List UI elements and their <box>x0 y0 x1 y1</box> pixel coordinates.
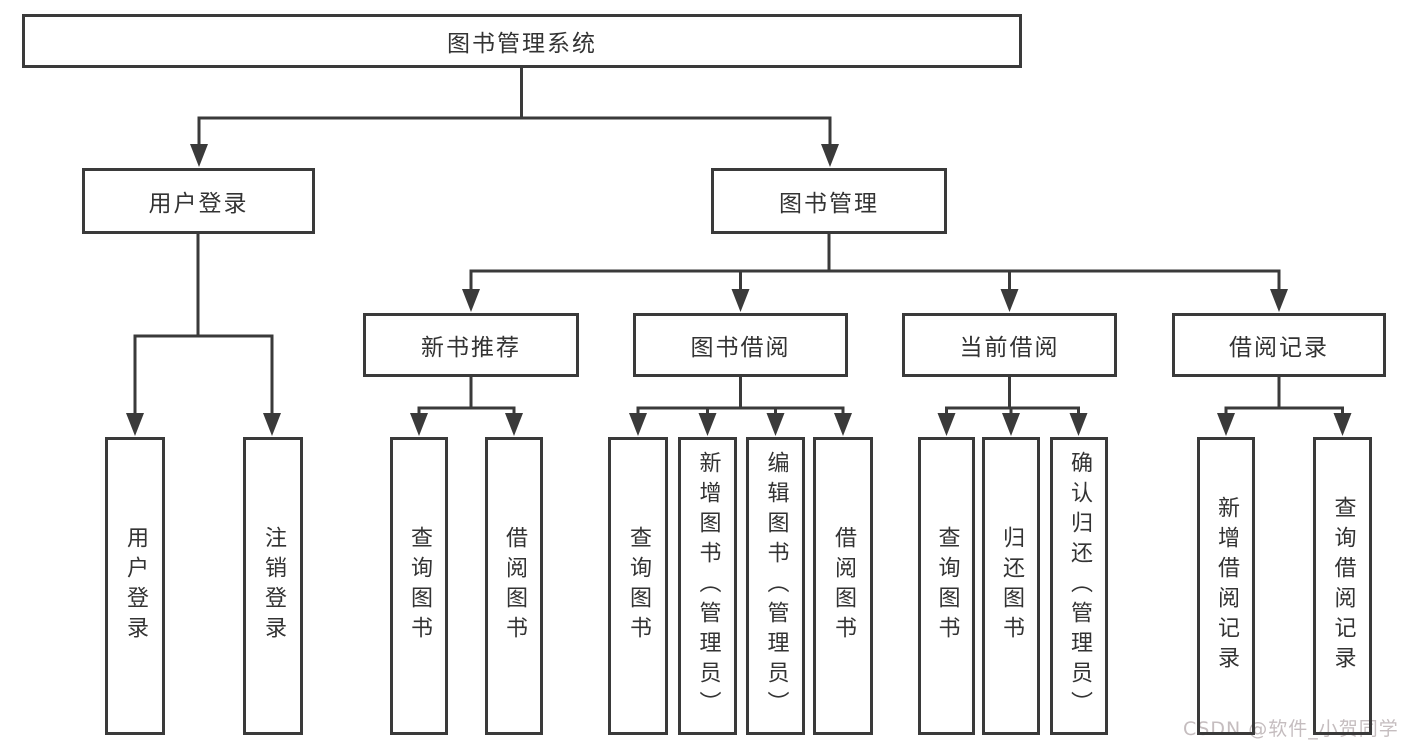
leaf-label: 借阅图书 <box>502 526 527 646</box>
node-new-book-recommendation: 新书推荐 <box>363 313 579 377</box>
leaf-query-books-newbooks: 查询图书 <box>390 437 448 735</box>
node-library-management-system: 图书管理系统 <box>22 14 1022 68</box>
leaf-query-books-current: 查询图书 <box>918 437 975 735</box>
csdn-watermark: CSDN @软件_小贺同学 <box>1183 718 1399 740</box>
node-current-borrowing: 当前借阅 <box>902 313 1117 377</box>
arrowheads <box>126 144 1352 436</box>
leaf-query-books-borrowing: 查询图书 <box>608 437 668 735</box>
leaf-label: 查询借阅记录 <box>1330 496 1356 676</box>
node-book-management-label: 图书管理 <box>779 191 879 217</box>
node-current-borrowing-label: 当前借阅 <box>959 335 1060 361</box>
node-user-login: 用户登录 <box>82 168 315 234</box>
leaf-edit-book-admin: 编辑图书（管理员） <box>746 437 805 735</box>
leaf-label: 查询图书 <box>934 526 960 646</box>
leaf-label: 编辑图书（管理员） <box>763 451 789 721</box>
node-borrow-records-label: 借阅记录 <box>1229 335 1329 361</box>
leaf-user-login: 用户登录 <box>105 437 165 735</box>
leaf-label: 确认归还（管理员） <box>1067 451 1092 721</box>
leaf-logout: 注销登录 <box>243 437 303 735</box>
node-book-borrowing-label: 图书借阅 <box>690 335 791 361</box>
leaf-label: 借阅图书 <box>831 526 856 646</box>
leaf-add-book-admin: 新增图书（管理员） <box>678 437 737 735</box>
leaf-add-borrow-record: 新增借阅记录 <box>1197 437 1255 735</box>
leaf-label: 注销登录 <box>261 526 286 646</box>
leaf-label: 新增借阅记录 <box>1214 496 1239 676</box>
leaf-label: 查询图书 <box>407 526 432 646</box>
leaf-label: 用户登录 <box>123 526 148 646</box>
leaf-label: 新增图书（管理员） <box>695 451 721 721</box>
node-user-login-label: 用户登录 <box>148 191 249 217</box>
leaf-query-borrow-record: 查询借阅记录 <box>1313 437 1372 735</box>
leaf-label: 归还图书 <box>999 526 1024 646</box>
leaf-borrow-books-borrowing: 借阅图书 <box>813 437 873 735</box>
leaf-label: 查询图书 <box>626 526 651 646</box>
node-borrow-records: 借阅记录 <box>1172 313 1386 377</box>
node-book-management: 图书管理 <box>711 168 947 234</box>
leaf-confirm-return-admin: 确认归还（管理员） <box>1050 437 1108 735</box>
leaf-borrow-books-newbooks: 借阅图书 <box>485 437 543 735</box>
node-book-borrowing: 图书借阅 <box>633 313 848 377</box>
leaf-return-book: 归还图书 <box>982 437 1040 735</box>
node-new-books-label: 新书推荐 <box>421 335 521 361</box>
node-root-label: 图书管理系统 <box>447 31 597 57</box>
